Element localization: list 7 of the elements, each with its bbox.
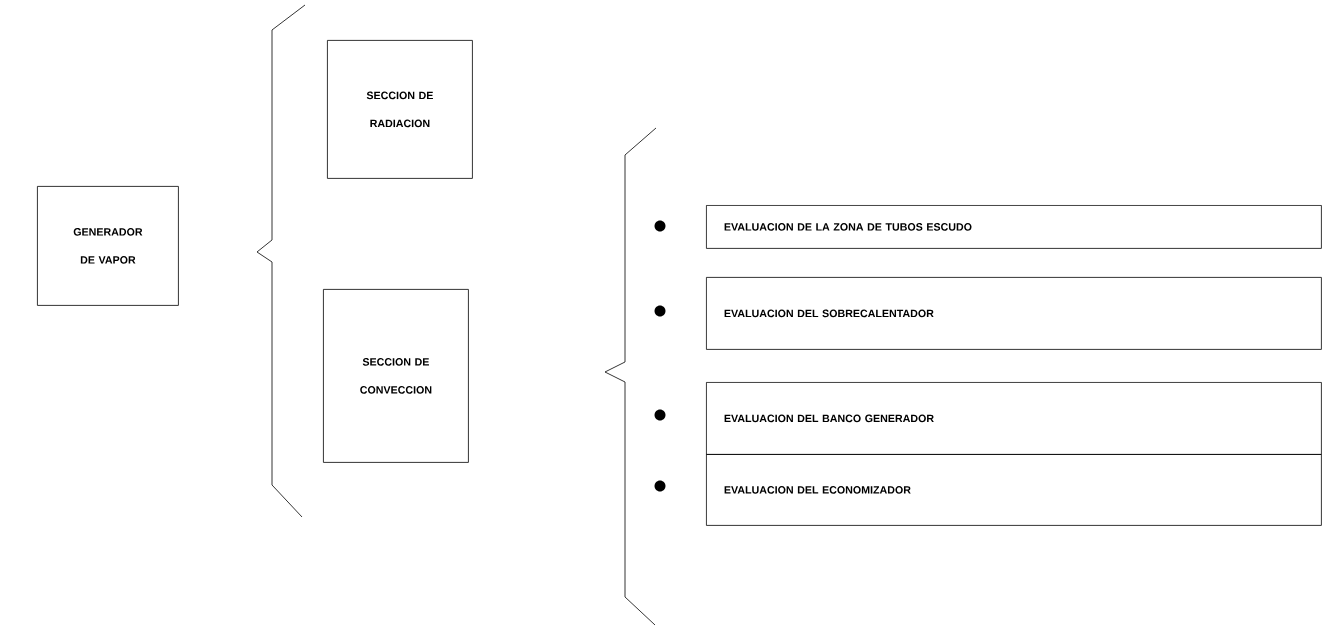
process-box: SECCION DE RADIACION <box>327 40 473 179</box>
process-box: EVALUACION DEL ECONOMIZADOR <box>706 454 1322 526</box>
process-box: EVALUACION DEL BANCO GENERADOR <box>706 382 1322 455</box>
process-box: SECCION DE CONVECCION <box>323 289 469 463</box>
process-box: EVALUACION DEL SOBRECALENTADOR <box>706 277 1322 350</box>
process-box: GENERADOR DE VAPOR <box>37 186 179 306</box>
process-box: EVALUACION DE LA ZONA DE TUBOS ESCUDO <box>706 205 1322 249</box>
